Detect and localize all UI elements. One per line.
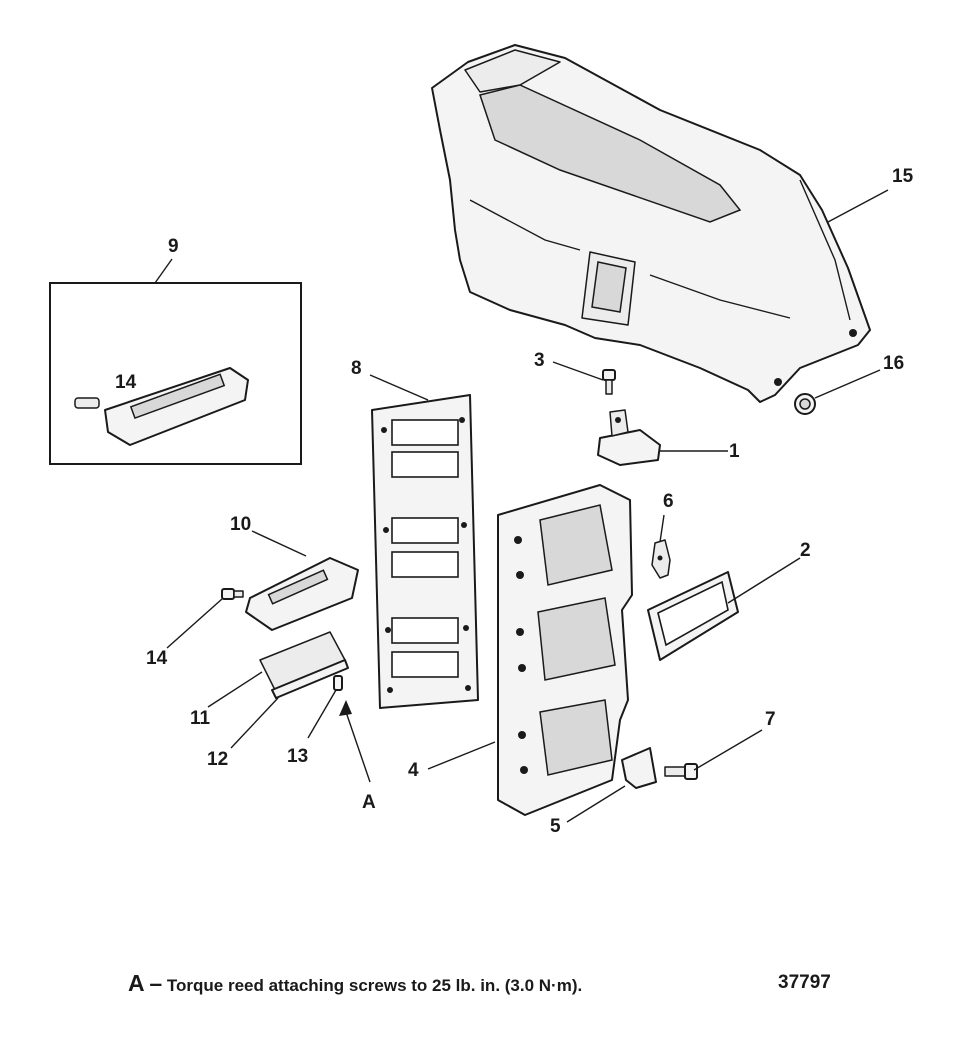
callout-a: A [362, 792, 376, 813]
callout-13: 13 [287, 746, 308, 767]
callout-15: 15 [892, 166, 914, 187]
intake-cover-part-15 [431, 44, 871, 403]
callout-7: 7 [765, 709, 776, 730]
callout-11: 11 [190, 708, 211, 729]
callout-labels: 1 2 3 4 5 6 7 8 9 10 11 12 13 14 14 15 1… [115, 166, 914, 837]
callout-4: 4 [408, 760, 419, 781]
reed-stop-part-12 [271, 659, 349, 699]
bolt-part-7 [664, 763, 698, 780]
callout-14-detail: 14 [115, 372, 137, 393]
callout-16: 16 [883, 353, 904, 374]
screw-part-3 [602, 369, 616, 395]
gasket-part-8 [371, 394, 479, 709]
screw-part-14 [221, 588, 244, 600]
callout-3: 3 [534, 350, 545, 371]
gasket-part-2 [647, 571, 739, 661]
callout-1: 1 [729, 441, 740, 462]
clip-part-6 [651, 539, 671, 579]
note-letter: A [128, 970, 145, 996]
reed-block-part-10 [245, 557, 359, 631]
callout-2: 2 [800, 540, 811, 561]
callout-14: 14 [146, 648, 168, 669]
callout-8: 8 [351, 358, 362, 379]
bracket-part-5 [621, 747, 657, 789]
figure-number: 37797 [778, 972, 831, 993]
detail-box-part-9 [49, 282, 302, 465]
callout-5: 5 [550, 816, 561, 837]
callout-10: 10 [230, 514, 251, 535]
reed-housing-part-4 [497, 484, 633, 816]
torque-note: A – Torque reed attaching screws to 25 l… [128, 970, 582, 997]
clamp-part-1 [597, 409, 661, 466]
leader-lines [154, 189, 889, 823]
screw-part-13 [333, 675, 343, 691]
nut-part-16 [794, 393, 816, 415]
note-text: Torque reed attaching screws to 25 lb. i… [166, 976, 583, 995]
note-dash: – [149, 970, 163, 996]
note-a-arrow [339, 700, 371, 783]
callout-9: 9 [168, 236, 179, 257]
callout-12: 12 [207, 749, 228, 770]
callout-6: 6 [663, 491, 674, 512]
